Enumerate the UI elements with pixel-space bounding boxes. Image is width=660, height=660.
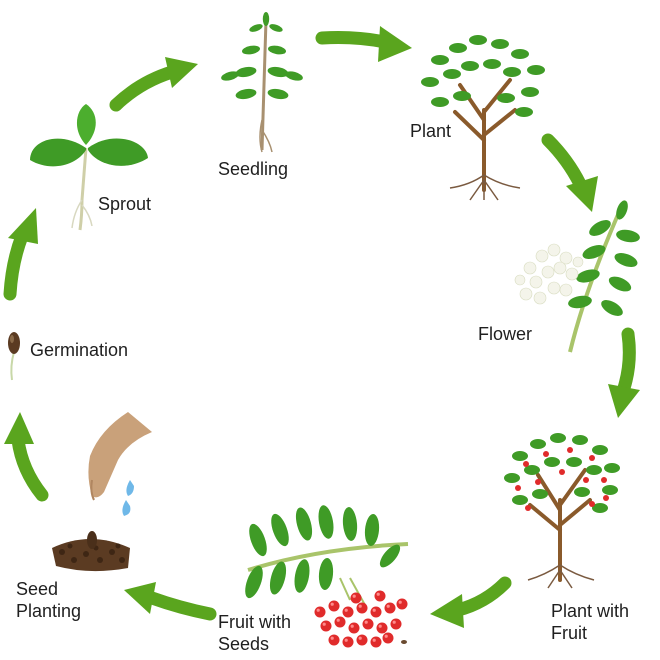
- sprout-icon: [30, 104, 148, 231]
- arrow-fruit-tree-to-berries: [430, 576, 512, 628]
- label-seedling: Seedling: [218, 159, 289, 179]
- label-plant: Plant: [410, 121, 452, 141]
- label-seed-planting: Seed Planting: [16, 578, 81, 622]
- flower-icon: [514, 200, 640, 353]
- label-sprout: Sprout: [98, 194, 152, 214]
- soil-mound-icon: [52, 531, 130, 572]
- label-germination: Germination: [30, 340, 129, 360]
- label-seed-planting-line1: Seed: [16, 579, 59, 599]
- arrow-seedling-to-plant: [315, 26, 412, 62]
- arrow-berries-to-seed-planting: [124, 582, 217, 621]
- arrow-sprout-to-seedling: [109, 57, 198, 112]
- seedling-icon: [220, 12, 304, 153]
- label-plant-with-fruit: Plant with Fruit: [551, 600, 629, 644]
- berries-icon: [245, 505, 409, 648]
- arrow-flower-to-fruit-tree: [608, 327, 640, 418]
- label-seed-planting-line2: Planting: [16, 601, 82, 621]
- label-plant-with-fruit-line2: Fruit: [551, 623, 587, 643]
- label-fruit-with-seeds: Fruit with Seeds: [218, 611, 291, 655]
- label-fruit-with-seeds-line2: Seeds: [218, 634, 270, 654]
- planting-hand-icon: [88, 412, 152, 516]
- tree-icon: [421, 35, 545, 201]
- arrow-seed-to-germination: [4, 412, 49, 502]
- label-flower: Flower: [478, 324, 533, 344]
- cycle-arrows: [3, 26, 640, 628]
- label-plant-with-fruit-line1: Plant with: [551, 601, 630, 621]
- arrow-plant-to-flower: [541, 133, 598, 212]
- fruit-tree-icon: [504, 433, 620, 589]
- arrow-germination-to-sprout: [3, 208, 38, 301]
- label-fruit-with-seeds-line1: Fruit with: [218, 612, 292, 632]
- germinating-seed-icon: [8, 332, 20, 381]
